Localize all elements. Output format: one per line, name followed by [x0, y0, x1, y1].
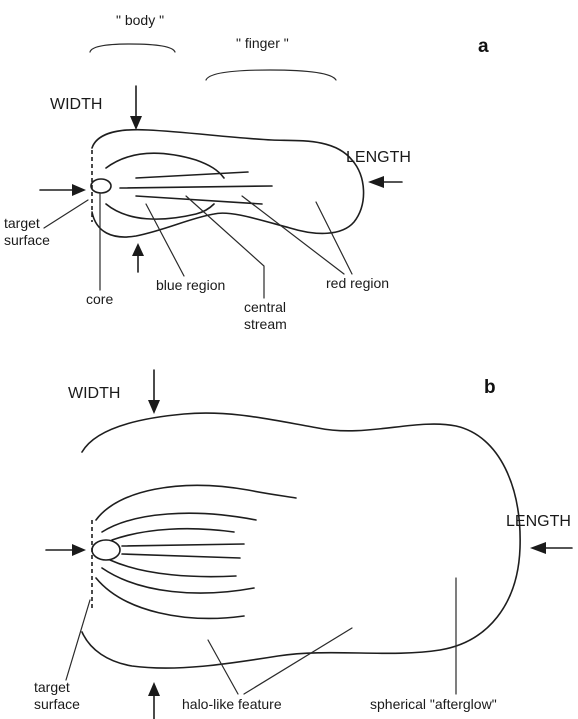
halo-contour-lower-1 — [110, 560, 236, 577]
width-label-b: WIDTH — [68, 385, 120, 402]
core-ellipse-b — [92, 540, 120, 560]
blue-region-leader — [146, 204, 184, 276]
panel-b: b WIDTH LENGTH target surface — [34, 370, 572, 719]
core-ellipse — [91, 179, 111, 193]
finger-label: " finger " — [236, 35, 289, 51]
target-surface-label-b-1: target — [34, 679, 70, 695]
blue-region-label: blue region — [156, 277, 225, 293]
red-region-label: red region — [326, 275, 389, 291]
halo-label: halo-like feature — [182, 696, 282, 712]
red-region-leader-1 — [242, 196, 344, 274]
width-label-a: WIDTH — [50, 96, 102, 113]
afterglow-label: spherical "afterglow" — [370, 696, 497, 712]
finger-brace — [206, 70, 336, 80]
halo-contour-lower-2 — [102, 568, 254, 593]
central-stream-label-1: central — [244, 299, 286, 315]
body-label: " body " — [116, 12, 164, 28]
red-region-leader-2 — [316, 202, 352, 274]
halo-leader-2 — [244, 628, 352, 694]
central-stream-label-2: stream — [244, 316, 287, 332]
halo-leader-1 — [208, 640, 238, 694]
length-label-a: LENGTH — [346, 149, 411, 166]
halo-contour-upper-3 — [112, 529, 234, 540]
panel-a: a " body " " finger " WIDTH LENGTH targe… — [4, 12, 489, 332]
target-surface-label-a-2: surface — [4, 232, 50, 248]
stream-line-1-b — [122, 544, 244, 546]
body-brace — [90, 44, 175, 52]
stream-line-1-a — [136, 172, 248, 178]
halo-contour-lower-3 — [96, 578, 244, 618]
stream-line-2-a — [120, 186, 272, 188]
panel-a-letter: a — [478, 36, 489, 57]
panel-b-letter: b — [484, 377, 496, 398]
length-label-b: LENGTH — [506, 513, 571, 530]
target-surface-label-a-1: target — [4, 215, 40, 231]
halo-contour-upper-1 — [96, 485, 296, 520]
stream-line-2-b — [122, 554, 240, 558]
plume-outline-b — [82, 413, 520, 668]
core-label: core — [86, 291, 113, 307]
target-surface-label-b-2: surface — [34, 696, 80, 712]
plume-outline-a — [92, 130, 364, 237]
target-surface-leader-a — [44, 200, 88, 228]
